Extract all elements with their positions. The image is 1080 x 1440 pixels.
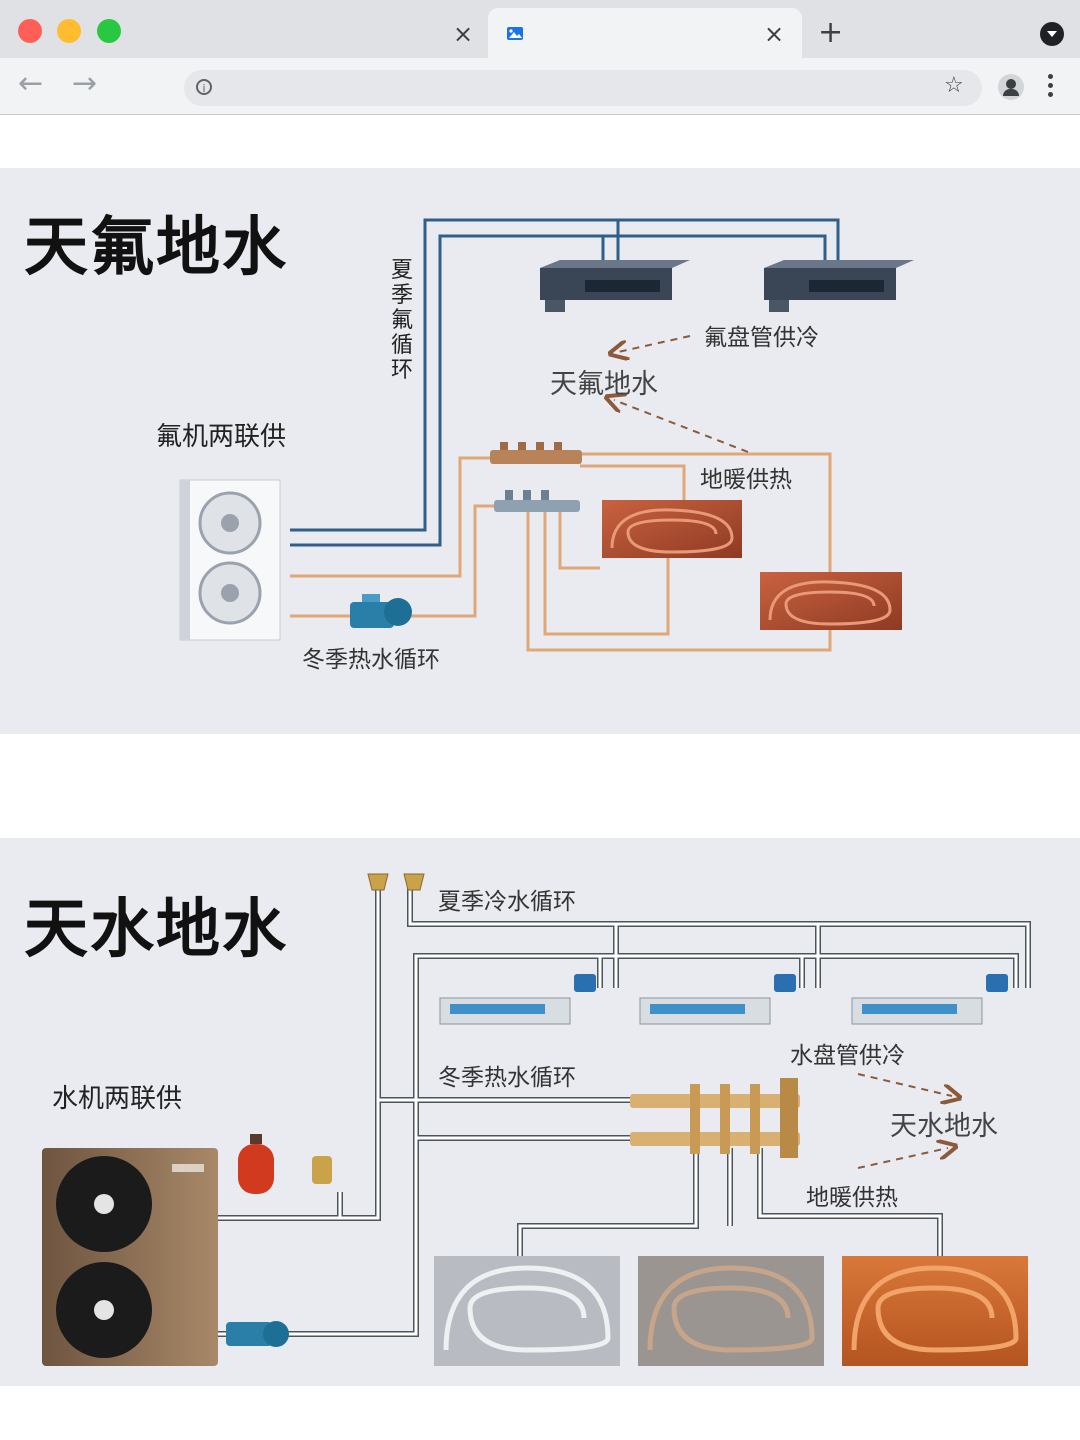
- fluorine-system-diagram: [179, 218, 914, 652]
- center-label: 天水地水: [890, 1111, 998, 1142]
- unit-label: 氟机两联供: [156, 422, 287, 452]
- bookmark-star-icon[interactable]: ☆: [944, 73, 964, 98]
- address-bar[interactable]: i: [184, 70, 982, 106]
- center-label: 天氟地水: [550, 369, 658, 400]
- outdoor-unit-fluorine: [179, 479, 281, 641]
- floor-heating-label: 地暖供热: [700, 467, 792, 493]
- browser-menu-icon[interactable]: [1048, 74, 1054, 100]
- water-pump-fluorine: [350, 594, 412, 628]
- fan-coil-unit-left: [540, 260, 690, 312]
- new-tab-button[interactable]: +: [818, 15, 844, 50]
- manifold-top: [490, 442, 582, 464]
- active-tab[interactable]: ×: [488, 8, 802, 58]
- water-manifold: [630, 1078, 800, 1158]
- coil-cooling-label: 氟盘管供冷: [704, 325, 819, 351]
- manifold-bottom: [494, 490, 580, 512]
- back-arrow-icon[interactable]: ←: [18, 66, 44, 101]
- tab-strip: × × +: [0, 0, 1080, 58]
- diagram-title: 天水地水: [24, 893, 288, 967]
- floor-heating-panel-1: [602, 500, 742, 558]
- expansion-tank: [238, 1134, 274, 1194]
- site-info-icon[interactable]: i: [196, 79, 212, 95]
- browser-toolbar: ← → i ☆: [0, 58, 1080, 115]
- winter-cycle-label: 冬季热水循环: [438, 1065, 576, 1091]
- profile-avatar-icon[interactable]: [998, 74, 1024, 100]
- summer-cycle-label: 夏季冷水循环: [438, 889, 576, 915]
- diagram-title: 天氟地水: [24, 211, 288, 285]
- close-window-button[interactable]: [18, 19, 42, 43]
- floor-panel-orange: [842, 1256, 1028, 1366]
- water-pump: [226, 1321, 289, 1347]
- winter-cycle-label: 冬季热水循环: [302, 647, 440, 673]
- air-vent-valves: [367, 873, 425, 891]
- floor-heating-label: 地暖供热: [806, 1185, 898, 1211]
- water-fan-coil-2: [639, 974, 796, 1025]
- floor-panel-silver: [434, 1256, 620, 1366]
- water-fan-coil-1: [439, 974, 596, 1025]
- image-icon: [507, 27, 523, 40]
- fan-coil-unit-right: [764, 260, 914, 312]
- diagram-water-panel: 天水地水 夏季冷水循环 水机两联供 冬季热水循环 水盘管供冷 天水地水 地暖供热: [0, 838, 1080, 1386]
- minimize-window-button[interactable]: [57, 19, 81, 43]
- summer-cycle-label: 夏季氟循环: [390, 258, 413, 383]
- label-arrows: [614, 335, 749, 453]
- refrigerant-pipes: [290, 218, 840, 547]
- active-tab-close-icon[interactable]: ×: [764, 20, 785, 48]
- unit-label: 水机两联供: [52, 1084, 183, 1114]
- water-system-diagram: [42, 873, 1031, 1366]
- maximize-window-button[interactable]: [97, 19, 121, 43]
- water-fan-coil-3: [851, 974, 1008, 1025]
- tab-close-icon[interactable]: ×: [453, 20, 474, 48]
- floor-panel-grey: [638, 1256, 824, 1366]
- floor-heating-panel-2: [760, 572, 902, 630]
- outdoor-unit-water: [42, 1148, 218, 1366]
- coil-cooling-label: 水盘管供冷: [790, 1043, 905, 1069]
- pressure-valve: [312, 1156, 332, 1184]
- water-pipe-inner: [218, 888, 1030, 1336]
- tab-search-icon[interactable]: [1040, 22, 1064, 46]
- diagram-fluorine-panel: 天氟地水 夏季氟循环 氟机两联供 氟盘管供冷 天氟地水 地暖供热 冬季热水循环: [0, 168, 1080, 734]
- forward-arrow-icon[interactable]: →: [72, 66, 98, 101]
- label-arrows-water: [857, 1073, 952, 1169]
